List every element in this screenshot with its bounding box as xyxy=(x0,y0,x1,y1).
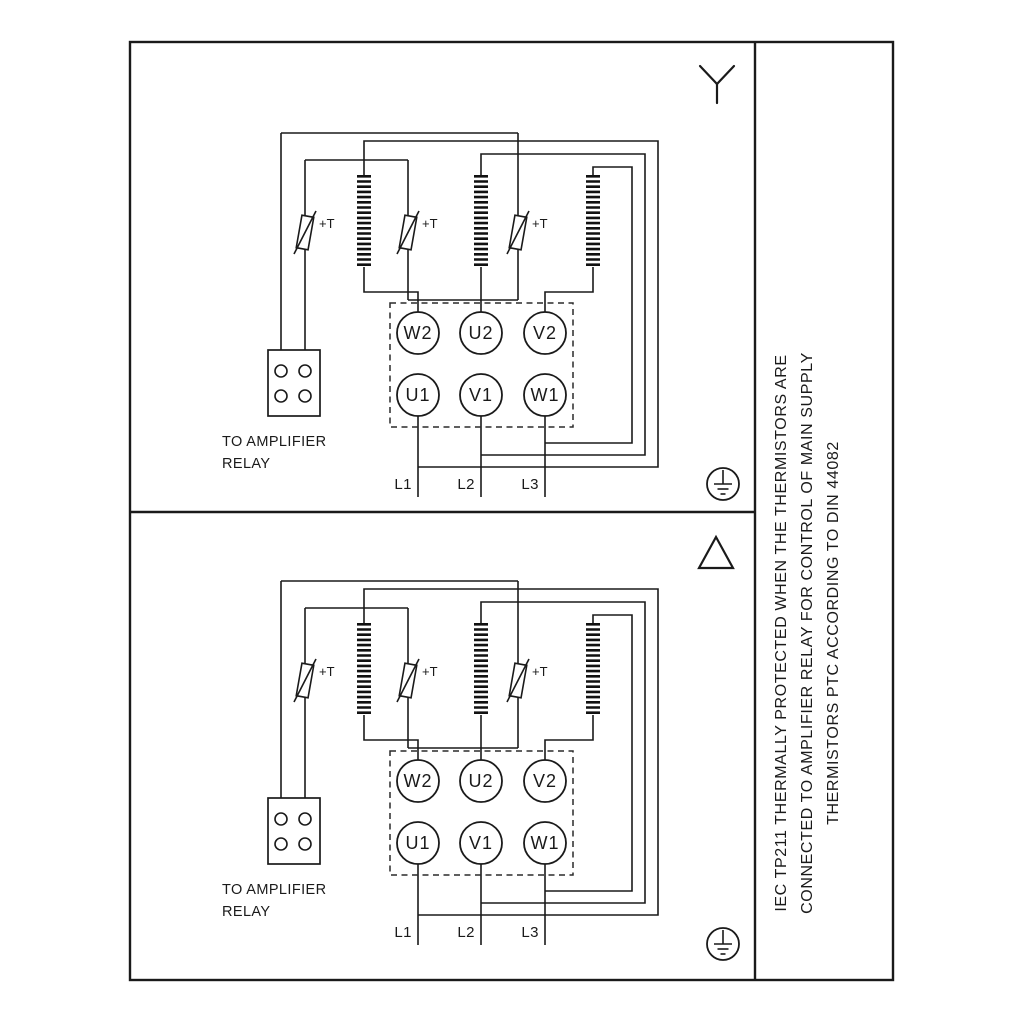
delta-panel: +T +T +T W2 U2 V2 U1 xyxy=(222,580,659,945)
winding-wires xyxy=(363,588,659,945)
star-panel: +T +T +T W2 U2 V2 U1 xyxy=(222,132,659,497)
side-note: IEC TP211 THERMALLY PROTECTED WHEN THE T… xyxy=(755,42,893,980)
terminal-label: U1 xyxy=(405,833,430,853)
thermistor-label: +T xyxy=(532,216,548,231)
side-note-text: IEC TP211 THERMALLY PROTECTED WHEN THE T… xyxy=(769,352,847,914)
earth-ground-icon xyxy=(706,927,740,961)
terminal-label: U1 xyxy=(405,385,430,405)
amplifier-relay-connector xyxy=(267,349,321,417)
terminal-label: U2 xyxy=(468,323,493,343)
terminal-w1: W1 xyxy=(523,373,567,417)
thermistor-3: +T xyxy=(506,658,548,703)
mains-label-l2: L2 xyxy=(457,476,475,493)
terminal-w2: W2 xyxy=(396,759,440,803)
terminal-w1: W1 xyxy=(523,821,567,865)
thermistor-label: +T xyxy=(319,664,335,679)
terminal-label: V2 xyxy=(533,771,557,791)
thermistor-circuit-wires xyxy=(280,132,519,350)
terminal-v2: V2 xyxy=(523,311,567,355)
delta-connection-icon xyxy=(697,534,735,570)
thermistor-label: +T xyxy=(422,664,438,679)
winding-wires xyxy=(363,140,659,497)
terminal-u1: U1 xyxy=(396,373,440,417)
thermistor-label: +T xyxy=(532,664,548,679)
terminal-v1: V1 xyxy=(459,373,503,417)
terminal-w2: W2 xyxy=(396,311,440,355)
relay-caption-line1: TO AMPLIFIER xyxy=(222,434,326,450)
thermistor-label: +T xyxy=(422,216,438,231)
thermistor-1: +T xyxy=(293,658,335,703)
mains-label-l3: L3 xyxy=(521,476,539,493)
thermistor-3: +T xyxy=(506,210,548,255)
terminal-label: V2 xyxy=(533,323,557,343)
side-note-line-3: THERMISTORS PTC ACCORDING TO DIN 44082 xyxy=(825,441,842,825)
terminal-v1: V1 xyxy=(459,821,503,865)
mains-label-l3: L3 xyxy=(521,924,539,941)
terminal-v2: V2 xyxy=(523,759,567,803)
terminal-u1: U1 xyxy=(396,821,440,865)
terminal-u2: U2 xyxy=(459,311,503,355)
terminal-block xyxy=(389,302,574,428)
side-note-line-1: IEC TP211 THERMALLY PROTECTED WHEN THE T… xyxy=(773,354,790,912)
terminal-label: W2 xyxy=(404,323,433,343)
thermistor-2: +T xyxy=(396,658,438,703)
relay-caption-line2: RELAY xyxy=(222,904,270,920)
terminal-label: W2 xyxy=(404,771,433,791)
mains-label-l1: L1 xyxy=(394,924,412,941)
mains-label-l2: L2 xyxy=(457,924,475,941)
terminal-label: U2 xyxy=(468,771,493,791)
mains-label-l1: L1 xyxy=(394,476,412,493)
thermistor-circuit-wires xyxy=(280,580,519,798)
thermistor-label: +T xyxy=(319,216,335,231)
star-connection-icon xyxy=(698,64,736,105)
terminal-label: V1 xyxy=(469,385,493,405)
thermistor-2: +T xyxy=(396,210,438,255)
terminal-label: V1 xyxy=(469,833,493,853)
relay-caption-line1: TO AMPLIFIER xyxy=(222,882,326,898)
relay-caption-line2: RELAY xyxy=(222,456,270,472)
thermistor-1: +T xyxy=(293,210,335,255)
terminal-label: W1 xyxy=(531,833,560,853)
terminal-u2: U2 xyxy=(459,759,503,803)
amplifier-relay-connector xyxy=(267,797,321,865)
earth-ground-icon xyxy=(706,467,740,501)
side-note-line-2: CONNECTED TO AMPLIFIER RELAY FOR CONTROL… xyxy=(799,352,816,914)
terminal-block xyxy=(389,750,574,876)
terminal-label: W1 xyxy=(531,385,560,405)
